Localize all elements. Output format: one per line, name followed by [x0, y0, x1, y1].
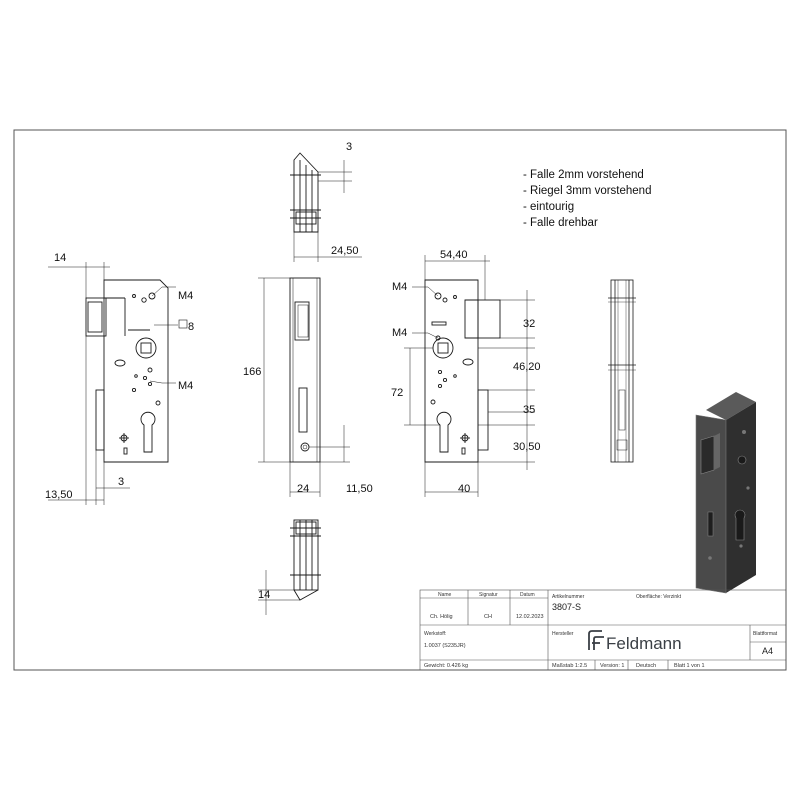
notes-block: - Falle 2mm vorstehend - Riegel 3mm vors…: [523, 169, 651, 229]
note-4: - Falle drehbar: [523, 217, 598, 229]
note-2: - Riegel 3mm vorstehend: [523, 185, 651, 197]
feldmann-logo-icon: [588, 630, 604, 650]
label-m4-b: M4: [178, 380, 193, 392]
lock-side-view: [608, 279, 636, 463]
tb-signatur: CH: [484, 614, 492, 620]
tb-datum: 12.02.2023: [516, 614, 544, 620]
dim-24: 24: [297, 483, 309, 495]
dim-3-bottom: 3: [118, 476, 124, 488]
tb-blatt: Blatt 1 von 1: [674, 663, 705, 669]
dim-14-left: 14: [54, 252, 66, 264]
tb-header-signatur: Signatur: [479, 592, 498, 598]
tb-header-datum: Datum: [520, 592, 535, 598]
tb-header-name: Name: [438, 592, 452, 598]
dim-14-bottom: 14: [258, 589, 270, 601]
lock-case-front-right: [404, 255, 535, 497]
tb-werkstoff: 1.0037 (S235JR): [424, 643, 466, 649]
tb-version: Version: 1: [600, 663, 624, 669]
dim-13-50: 13,50: [45, 489, 73, 501]
dim-46-20: 46,20: [513, 361, 541, 373]
tb-gewicht: Gewicht: 0.426 kg: [424, 663, 468, 669]
dim-30-50: 30,50: [513, 441, 541, 453]
sheet-frame: [13, 129, 787, 671]
title-block: [419, 589, 787, 671]
label-m4-d: M4: [392, 327, 407, 339]
dim-72: 72: [391, 387, 403, 399]
tb-massstab: Maßstab 1:2.5: [552, 663, 587, 669]
bottom-end-view: [258, 519, 321, 615]
dim-40: 40: [458, 483, 470, 495]
dim-11-50: 11,50: [346, 483, 373, 495]
dim-35: 35: [523, 404, 535, 416]
lock-case-front-left: [48, 262, 188, 505]
dim-166: 166: [243, 366, 261, 378]
note-1: - Falle 2mm vorstehend: [523, 169, 644, 181]
brand-name: Feldmann: [606, 634, 682, 653]
dim-24-50: 24,50: [331, 245, 359, 257]
tb-name: Ch. Hölig: [430, 614, 453, 620]
tb-oberflaeche: Oberfläche: Verzinkt: [636, 594, 682, 600]
faceplate-front: [258, 277, 350, 497]
label-m4-c: M4: [392, 281, 407, 293]
tb-artikelnummer-label: Artikelnummer: [552, 594, 585, 600]
tb-artikelnummer: 3807-S: [552, 602, 581, 612]
tb-blattformat: A4: [762, 646, 773, 656]
dim-54-40: 54,40: [440, 249, 468, 261]
dim-3-top: 3: [346, 141, 352, 153]
note-3: - eintourig: [523, 201, 574, 213]
dim-square-8: 8: [188, 321, 194, 333]
tb-werkstoff-label: Werkstoff:: [424, 631, 446, 637]
lock-3d-render: [695, 392, 756, 594]
tb-hersteller-label: Hersteller: [552, 631, 574, 637]
tb-sprache: Deutsch: [636, 663, 656, 669]
top-end-view: [290, 152, 362, 262]
tb-blattformat-label: Blattformat: [753, 631, 778, 637]
label-m4-a: M4: [178, 290, 193, 302]
dim-32: 32: [523, 318, 535, 330]
